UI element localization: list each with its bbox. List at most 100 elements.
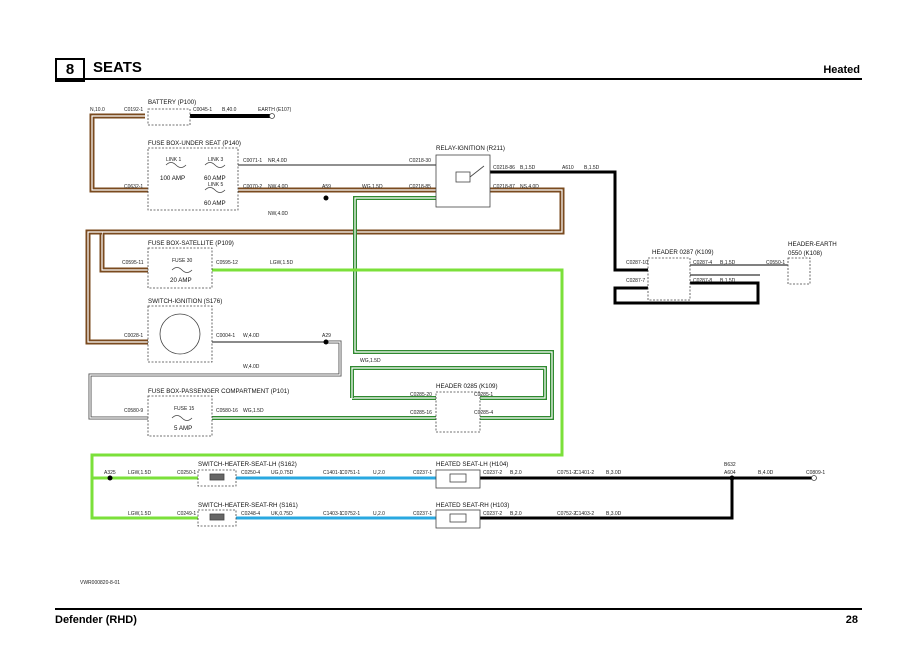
diagram-label: 0550 (K108) xyxy=(788,250,822,257)
diagram-label: B,4.0D xyxy=(758,470,774,476)
header-earth-box xyxy=(787,257,811,285)
footer-rule xyxy=(55,608,862,610)
diagram-label: C0287-4 xyxy=(693,260,712,266)
earth-terminal xyxy=(269,113,275,119)
label-battery: BATTERY (P100) xyxy=(148,99,196,106)
label-header-earth: HEADER-EARTH xyxy=(788,241,837,248)
label-switch-ignition: SWITCH-IGNITION (S176) xyxy=(148,298,222,305)
diagram-label: NR,4.0D xyxy=(268,158,288,164)
diagram-label: B,3.0D xyxy=(606,511,622,517)
diagram-label: C1403-2 xyxy=(575,511,594,517)
wire-b15 xyxy=(490,170,648,272)
label-header-0285: HEADER 0285 (K109) xyxy=(436,383,498,390)
diagram-label: C0285-4 xyxy=(474,410,493,416)
diagram-label: LGW,1.5D xyxy=(270,260,293,266)
diagram-label: WG,1.5D xyxy=(362,184,383,190)
diagram-label: C0218-87 xyxy=(493,184,515,190)
diagram-label: LGW,1.5D xyxy=(128,470,151,476)
diagram-label: C0192-1 xyxy=(124,107,143,113)
diagram-label: C0752-1 xyxy=(341,511,360,517)
diagram-label: B,40.0 xyxy=(222,107,237,113)
fuse-under-seat-box xyxy=(147,147,239,211)
diagram-label: U,2.0 xyxy=(373,470,385,476)
diagram-label: FUSE 30 xyxy=(172,258,193,264)
diagram-label: C0751-1 xyxy=(341,470,360,476)
diagram-label: C0237-1 xyxy=(413,511,432,517)
header-0287-box xyxy=(647,257,691,301)
diagram-label: C0285-1 xyxy=(474,392,493,398)
diagram-label: 100 AMP xyxy=(160,175,185,182)
diagram-label: B,2.0 xyxy=(510,470,522,476)
diagram-label: C0632-1 xyxy=(124,184,143,190)
diagram-label: A59 xyxy=(322,184,331,190)
earth-terminal-lh xyxy=(811,475,817,481)
diagram-label: B,2.0 xyxy=(510,511,522,517)
header-0285-box xyxy=(435,391,481,433)
labels: BATTERY (P100) FUSE BOX-UNDER SEAT (P140… xyxy=(80,99,837,586)
label-header-0287: HEADER 0287 (K109) xyxy=(652,249,714,256)
diagram-label: UK,0.75D xyxy=(271,511,293,517)
diagram-label: C1401-2 xyxy=(575,470,594,476)
diagram-label: EARTH (E107) xyxy=(258,107,292,113)
diagram-label: C0287-10 xyxy=(626,260,648,266)
battery-box xyxy=(147,108,191,126)
diagram-label: B,1.5D xyxy=(720,260,736,266)
diagram-label: A604 xyxy=(724,470,736,476)
section-title: SEATS xyxy=(93,59,142,76)
wire-wg15c xyxy=(350,366,547,400)
label-switch-rh: SWITCH-HEATER-SEAT-RH (S161) xyxy=(198,502,298,509)
label-seat-rh: HEATED SEAT-RH (H103) xyxy=(436,502,509,509)
diagram-label: C0580-16 xyxy=(216,408,238,414)
diagram-label: C0550-1 xyxy=(766,260,785,266)
page-subtitle: Heated xyxy=(823,64,860,76)
header-rule xyxy=(55,78,862,80)
diagram-label: C0218-86 xyxy=(493,165,515,171)
diagram-label: C0751-2 xyxy=(557,470,576,476)
diagram-label: B,1.5D xyxy=(720,278,736,284)
diagram-label: C0287-8 xyxy=(693,278,712,284)
diagram-label: A325 xyxy=(104,470,116,476)
diagram-label: C0285-20 xyxy=(410,392,432,398)
diagram-label: LINK 3 xyxy=(208,157,224,163)
diagram-label: C0045-1 xyxy=(193,107,212,113)
diagram-label: NW,4.0D xyxy=(268,184,288,190)
diagram-label: C0595-11 xyxy=(122,260,144,266)
label-switch-lh: SWITCH-HEATER-SEAT-LH (S162) xyxy=(198,461,297,468)
diagram-label: C0248-4 xyxy=(241,511,260,517)
diagram-label: WG,1.5D xyxy=(243,408,264,414)
components xyxy=(147,108,817,529)
diagram-label: C0070-2 xyxy=(243,184,262,190)
diagram-label: LINK 5 xyxy=(208,182,224,188)
wire-n-ign xyxy=(85,229,148,345)
diagram-label: WG,1.5D xyxy=(360,358,381,364)
diagram-label: 60 AMP xyxy=(204,200,226,207)
wire-nw40b xyxy=(99,187,565,273)
diagram-label: LINK 1 xyxy=(166,157,182,163)
diagram-label: C0237-1 xyxy=(413,470,432,476)
diagram-label: C0237-2 xyxy=(483,470,502,476)
label-fuse-passenger: FUSE BOX-PASSENGER COMPARTMENT (P101) xyxy=(148,388,289,395)
diagram-label: B,3.0D xyxy=(606,470,622,476)
diagram-label: C0237-2 xyxy=(483,511,502,517)
wire-b15-loop xyxy=(613,281,760,305)
diagram-label: W,4.0D xyxy=(243,333,260,339)
diagram-label: C0752-2 xyxy=(557,511,576,517)
diagram-label: C0580-9 xyxy=(124,408,143,414)
diagram-label: C0004-1 xyxy=(216,333,235,339)
diagram-label: 20 AMP xyxy=(170,277,192,284)
diagram-label: C0809-1 xyxy=(806,470,825,476)
diagram-label: C0250-1 xyxy=(177,470,196,476)
diagram-label: NS,4.0D xyxy=(520,184,539,190)
wire-w40b xyxy=(88,340,342,420)
doc-id: VWR000820-8-01 xyxy=(80,580,120,586)
diagram-label: U,2.0 xyxy=(373,511,385,517)
diagram-label: B,1.5D xyxy=(520,165,536,171)
page-number: 28 xyxy=(845,614,858,626)
wire-n10 xyxy=(89,113,148,193)
diagram-label: B632 xyxy=(724,462,736,468)
wire-lgw15c xyxy=(90,478,198,520)
diagram-label: N,10.0 xyxy=(90,107,105,113)
section-number: 8 xyxy=(55,58,85,82)
